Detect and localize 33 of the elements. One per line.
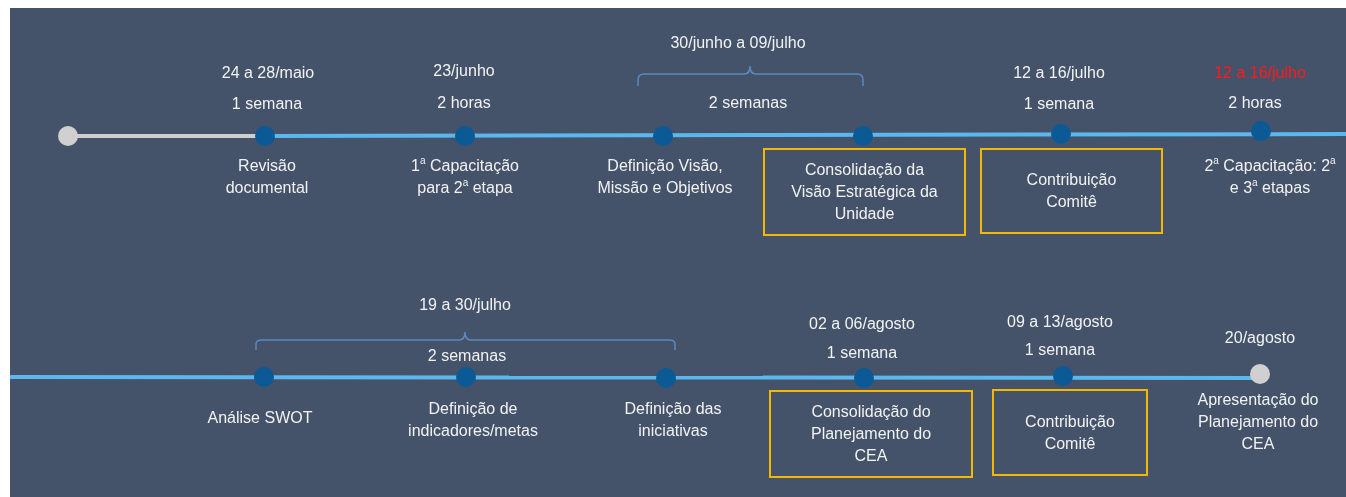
date-label: 12 a 16/julho <box>1214 63 1306 83</box>
milestone-label: Consolidação da Visão Estratégica da Unidade <box>790 160 939 224</box>
milestone-box <box>763 148 966 236</box>
duration-label: 2 horas <box>437 93 491 113</box>
milestone-box <box>992 389 1148 476</box>
date-label: 02 a 06/agosto <box>809 314 915 334</box>
date-label: 20/agosto <box>1224 328 1296 348</box>
milestone-label: 1$^{a}$ Capacitação para 2$^{a}$ etapa <box>410 155 520 198</box>
milestone-label: Contribuição Comitê <box>1025 170 1118 212</box>
duration-label: 1 semana <box>826 343 898 363</box>
milestone-label: Definição Visão, Missão e Objetivos <box>596 156 734 198</box>
date-label: 23/junho <box>433 61 495 81</box>
milestone-label: 2$^{a}$ Capacitação: 2$^{a}$ e 3$^{a}$ etapas <box>1203 155 1337 198</box>
milestone-label: Consolidação do Planejamento do CEA <box>809 402 933 466</box>
milestone-label: Revisão documental <box>224 156 310 198</box>
duration-label: 2 semanas <box>708 93 788 113</box>
milestone-label: Definição das iniciativas <box>623 399 723 441</box>
duration-label: 1 semana <box>231 94 303 114</box>
milestone-box <box>769 390 973 478</box>
date-label: 09 a 13/agosto <box>1007 312 1113 332</box>
date-label: 12 a 16/julho <box>1013 63 1105 83</box>
date-label: 19 a 30/julho <box>419 295 511 315</box>
duration-label: 1 semana <box>1024 340 1096 360</box>
duration-label: 1 semana <box>1023 94 1095 114</box>
date-label: 24 a 28/maio <box>221 63 315 83</box>
duration-label: 2 horas <box>1228 93 1282 113</box>
milestone-box <box>980 148 1163 234</box>
milestone-label: Análise SWOT <box>207 408 313 428</box>
milestone-label: Apresentação do Planejamento do CEA <box>1196 390 1320 454</box>
milestone-label: Definição de indicadores/metas <box>407 399 539 441</box>
date-label: 30/junho a 09/julho <box>670 33 806 53</box>
duration-label: 2 semanas <box>427 346 507 366</box>
milestone-label: Contribuição Comitê <box>1024 411 1116 454</box>
